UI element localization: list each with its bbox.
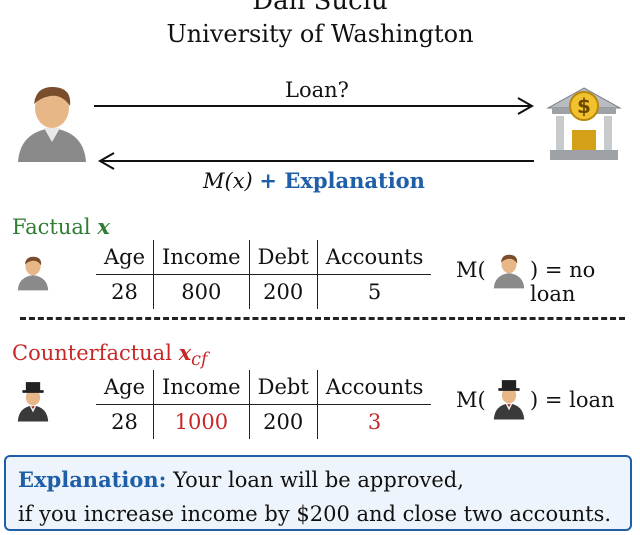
counterfactual-model-output: M(	[456, 388, 486, 412]
table-header-row: Age Income Debt Accounts	[96, 240, 432, 275]
explanation-text-2: if you increase income by $200 and close…	[18, 502, 612, 526]
counterfactual-model-result: ) = loan	[530, 388, 615, 412]
counterfactual-subscript: cf	[191, 350, 208, 371]
column-header: Income	[153, 240, 250, 275]
counterfactual-title-text: Counterfactual	[12, 341, 172, 365]
author-name: Dan Suciu	[252, 0, 388, 16]
table-cell: 5	[367, 280, 382, 304]
explanation-line-1: Explanation: Your loan will be approved,	[18, 463, 618, 497]
table-cell: 200	[249, 404, 318, 439]
column-header: Debt	[249, 240, 318, 275]
model-prefix: M(	[456, 388, 486, 412]
explanation-label: Explanation:	[18, 467, 167, 492]
column-header: Income	[153, 370, 250, 405]
table-cell: 28	[96, 274, 155, 309]
person-icon	[18, 86, 86, 162]
table-cell: 200	[249, 274, 318, 309]
table-cell: 28	[96, 404, 155, 439]
section-divider	[20, 317, 625, 320]
factual-model-result: ) = no loan	[530, 258, 596, 306]
request-label: Loan?	[285, 78, 349, 102]
model-output: M(x)	[203, 169, 253, 193]
person-icon	[17, 256, 49, 291]
column-header: Age	[96, 240, 155, 275]
table-header-row: Age Income Debt Accounts	[96, 370, 432, 405]
table-row: 28 800 200 5	[96, 274, 431, 309]
request-arrow	[94, 97, 535, 115]
factual-table: Age Income Debt Accounts 28 800 200 5	[96, 240, 432, 309]
explanation-text-1: Your loan will be approved,	[173, 468, 464, 492]
explanation-suffix: + Explanation	[259, 168, 425, 193]
response-arrow	[97, 152, 534, 170]
counterfactual-table: Age Income Debt Accounts 28 1000 200 3	[96, 370, 432, 439]
table-cell-changed: 3	[367, 410, 382, 434]
affiliation: University of Washington	[166, 20, 474, 48]
explanation-box: Explanation: Your loan will be approved,…	[4, 455, 632, 531]
table-cell: 800	[153, 274, 250, 309]
factual-title: Factual x	[12, 214, 110, 239]
svg-text:$: $	[577, 94, 591, 118]
response-label: M(x) + Explanation	[203, 168, 425, 193]
factual-symbol: x	[97, 214, 110, 239]
model-prefix: M(	[456, 258, 486, 282]
column-header: Accounts	[317, 240, 432, 275]
column-header: Debt	[249, 370, 318, 405]
counterfactual-symbol: x	[178, 340, 192, 365]
counterfactual-title: Counterfactual xcf	[12, 340, 207, 370]
businessman-icon	[493, 380, 525, 420]
factual-title-text: Factual	[12, 215, 91, 239]
businessman-icon	[17, 382, 49, 422]
factual-model-output: M(	[456, 258, 486, 282]
column-header: Age	[96, 370, 155, 405]
bank-icon: $	[546, 87, 622, 160]
table-cell-changed: 1000	[153, 404, 250, 439]
person-icon	[493, 254, 525, 289]
table-row: 28 1000 200 3	[96, 404, 431, 439]
column-header: Accounts	[317, 370, 432, 405]
